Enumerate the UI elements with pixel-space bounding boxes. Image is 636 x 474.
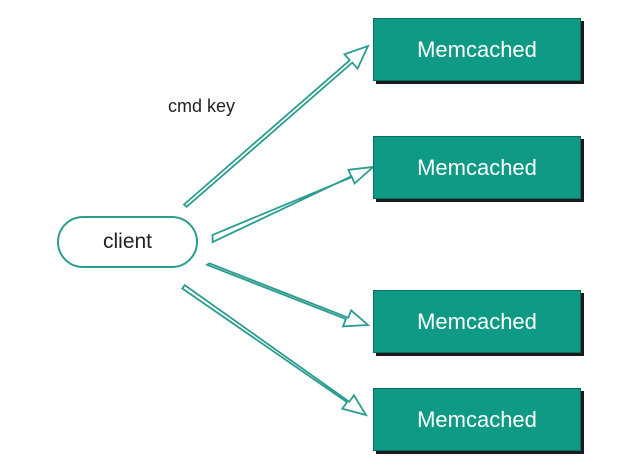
memcached-server-2: Memcached	[373, 136, 581, 199]
server-label: Memcached	[417, 406, 537, 432]
arrow-to-server-2	[211, 165, 376, 244]
memcached-server-1: Memcached	[373, 18, 581, 81]
arrow-to-server-3	[205, 262, 371, 328]
arrow-to-server-1	[182, 44, 370, 208]
memcached-server-4: Memcached	[373, 388, 581, 451]
server-label: Memcached	[417, 308, 537, 334]
arrow-to-server-4	[181, 283, 368, 417]
server-label: Memcached	[417, 36, 537, 62]
edge-label-cmd-key: cmd key	[168, 96, 236, 116]
memcached-server-3: Memcached	[373, 290, 581, 353]
client-label: client	[102, 230, 153, 253]
client-node: client	[57, 216, 198, 268]
server-label: Memcached	[417, 154, 537, 180]
